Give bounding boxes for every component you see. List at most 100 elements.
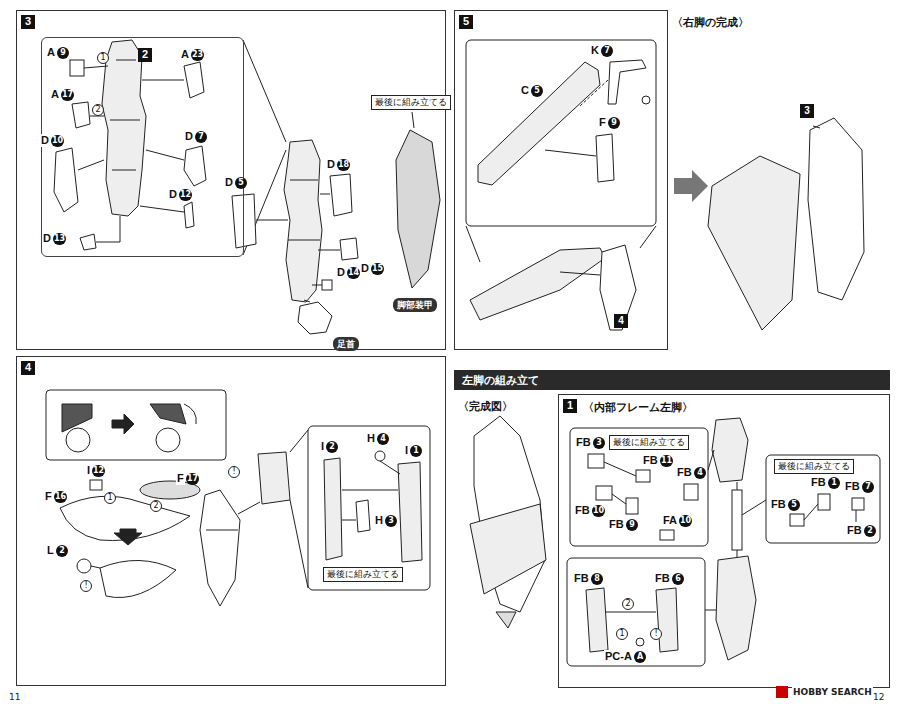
part-letter: F bbox=[176, 472, 185, 485]
part-tag: 足首 bbox=[333, 337, 359, 351]
part-letter: FB bbox=[575, 436, 592, 449]
step-circle: 2 bbox=[92, 104, 104, 116]
step-circle: 1 bbox=[97, 52, 109, 64]
note-text: 最後に組み立てる bbox=[372, 96, 450, 109]
part-letter: F bbox=[598, 116, 607, 129]
part-number: 3 bbox=[593, 437, 605, 449]
part-letter: FB bbox=[573, 572, 590, 585]
note-box: 最後に組み立てる bbox=[371, 95, 451, 110]
step-number: 1 bbox=[563, 399, 577, 413]
part-number: 2 bbox=[864, 525, 876, 537]
note-box: 最後に組み立てる bbox=[609, 435, 689, 450]
titled-panel: 〈完成図〉 bbox=[454, 394, 558, 688]
part-letter: D bbox=[40, 134, 50, 147]
part-number: 1 bbox=[410, 445, 422, 457]
part-number: 16 bbox=[54, 491, 67, 503]
part-letter: D bbox=[326, 158, 336, 171]
sub-assembly-box: 2 bbox=[41, 37, 244, 257]
step-circle: 2 bbox=[150, 500, 162, 512]
part-number: 3 bbox=[385, 515, 397, 527]
part-tag: 脚部装甲 bbox=[393, 298, 437, 312]
part-number: 17 bbox=[186, 473, 199, 485]
part-letter: FB bbox=[810, 476, 827, 489]
part-number: 5 bbox=[788, 499, 800, 511]
section-title: 左脚の組み立て bbox=[462, 373, 539, 388]
part-number: 2 bbox=[56, 545, 68, 557]
part-number: 4 bbox=[377, 433, 389, 445]
part-letter: D bbox=[336, 266, 346, 279]
part-number: 5 bbox=[531, 85, 543, 97]
part-number: 4 bbox=[694, 467, 706, 479]
tag-text: 脚部装甲 bbox=[393, 298, 437, 312]
note-box: 最後に組み立てる bbox=[774, 459, 854, 474]
part-letter: L bbox=[46, 544, 55, 557]
part-letter: FB bbox=[642, 454, 659, 467]
part-number: 15 bbox=[371, 263, 384, 275]
part-number: 8 bbox=[591, 573, 603, 585]
part-letter: FB bbox=[770, 498, 787, 511]
part-letter: FB bbox=[676, 466, 693, 479]
step-circle: 1 bbox=[104, 492, 116, 504]
step-title: 〈内部フレーム左脚〉 bbox=[583, 400, 693, 415]
part-number: 18 bbox=[337, 159, 350, 171]
part-number: 9 bbox=[608, 117, 620, 129]
step-circle: ! bbox=[80, 580, 92, 592]
part-letter: PC-A bbox=[604, 650, 633, 663]
step-circle: 1 bbox=[616, 628, 628, 640]
panel-title: 〈右脚の完成〉 bbox=[672, 15, 749, 30]
part-number: 6 bbox=[672, 573, 684, 585]
part-number: 14 bbox=[347, 267, 360, 279]
part-letter: K bbox=[590, 44, 600, 57]
part-letter: FB bbox=[654, 572, 671, 585]
part-letter: I bbox=[320, 440, 325, 453]
part-number: 17 bbox=[61, 89, 74, 101]
part-number: 2 bbox=[326, 441, 338, 453]
titled-panel: 〈右脚の完成〉 bbox=[668, 10, 890, 350]
page-text: 11 bbox=[8, 692, 21, 702]
step-circle: ! bbox=[228, 466, 240, 478]
part-letter: A bbox=[46, 46, 56, 59]
part-number: 10 bbox=[51, 135, 64, 147]
part-number: 12 bbox=[179, 189, 192, 201]
part-letter: F bbox=[44, 490, 53, 503]
page-text: 12 bbox=[872, 692, 885, 702]
panel-title: 〈完成図〉 bbox=[458, 399, 513, 414]
part-letter: FB bbox=[846, 524, 863, 537]
part-number: 1 bbox=[828, 477, 840, 489]
part-letter: I bbox=[86, 464, 91, 477]
part-letter: FB bbox=[608, 518, 625, 531]
part-letter: FA bbox=[662, 514, 678, 527]
part-number: 13 bbox=[53, 233, 66, 245]
page-text: HOBBY SEARCH bbox=[792, 687, 873, 697]
step-circle: ! bbox=[650, 628, 662, 640]
part-letter: H bbox=[374, 514, 384, 527]
step-circle: 2 bbox=[622, 598, 634, 610]
part-number: 7 bbox=[862, 481, 874, 493]
part-number: 7 bbox=[601, 45, 613, 57]
note-text: 最後に組み立てる bbox=[324, 568, 402, 581]
sub-assembly-number: 2 bbox=[138, 48, 152, 62]
part-number: 10 bbox=[592, 505, 605, 517]
sub-assembly-number: 3 bbox=[800, 104, 814, 118]
part-letter: D bbox=[184, 130, 194, 143]
part-number: 11 bbox=[660, 455, 673, 467]
part-letter: FB bbox=[574, 504, 591, 517]
part-number: 7 bbox=[195, 131, 207, 143]
part-letter: A bbox=[50, 88, 60, 101]
part-number: A bbox=[634, 651, 646, 663]
part-letter: FB bbox=[844, 480, 861, 493]
step-panel: 5 bbox=[454, 10, 668, 350]
part-letter: A bbox=[180, 48, 190, 61]
part-letter: C bbox=[520, 84, 530, 97]
step-number: 3 bbox=[21, 15, 35, 29]
section-band: 左脚の組み立て bbox=[454, 370, 890, 390]
part-letter: D bbox=[360, 262, 370, 275]
sub-assembly-number: 4 bbox=[614, 314, 628, 328]
part-number: 10 bbox=[679, 515, 692, 527]
step-number: 5 bbox=[459, 15, 473, 29]
part-letter: D bbox=[168, 188, 178, 201]
part-number: 5 bbox=[235, 177, 247, 189]
part-number: 12 bbox=[92, 465, 105, 477]
part-number: 9 bbox=[57, 47, 69, 59]
tag-text: 足首 bbox=[333, 337, 359, 351]
